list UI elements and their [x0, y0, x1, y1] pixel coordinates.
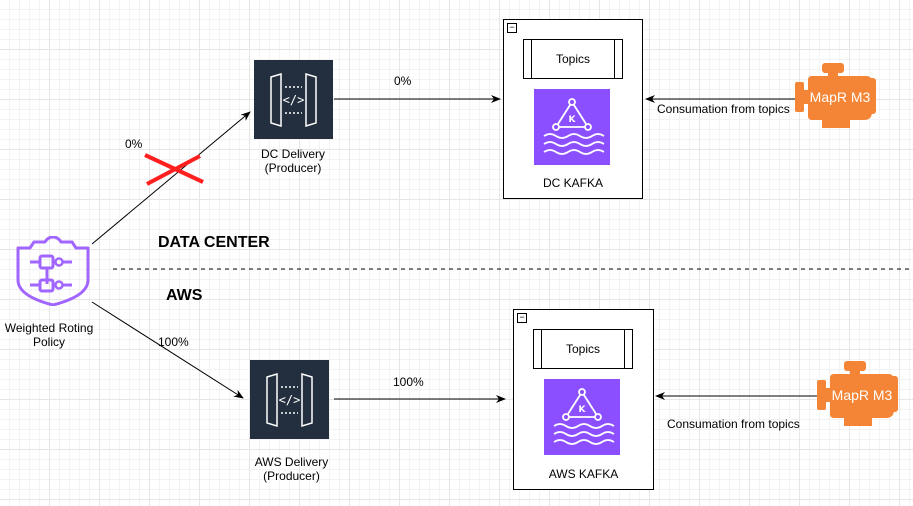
aws-topics-box[interactable]: Topics: [533, 329, 633, 369]
dc-topics-box[interactable]: Topics: [523, 39, 623, 79]
dc-consumer-node[interactable]: MapR M3: [794, 60, 878, 130]
aws-kafka-label: AWS KAFKA: [548, 467, 619, 481]
dc-kafka-node[interactable]: K: [534, 89, 610, 165]
kafka-icon: K: [553, 388, 615, 445]
shield-network-icon: [16, 235, 90, 307]
svg-text:</>: </>: [279, 393, 301, 407]
kafka-icon: K: [543, 98, 605, 155]
aws-consumer-node[interactable]: MapR M3: [816, 358, 900, 428]
dc-topics-label: Topics: [555, 52, 590, 66]
api-gateway-icon: </>: [266, 372, 313, 428]
aws-producer-label: AWS Delivery (Producer): [254, 455, 329, 483]
region-label-aws: AWS: [166, 287, 203, 304]
aws-kafka-node[interactable]: K: [544, 379, 620, 455]
svg-text:</>: </>: [283, 93, 305, 107]
aws-weight-out: 100%: [393, 375, 424, 389]
engine-icon: MapR M3: [817, 361, 898, 426]
edge-policy-to-dc: [91, 111, 251, 245]
api-gateway-icon: </>: [270, 72, 317, 128]
dc-consumption-label: Consumation from topics: [657, 102, 790, 116]
aws-consumption-label: Consumation from topics: [667, 417, 800, 431]
policy-label: Weighted Roting Policy: [4, 321, 94, 349]
svg-text:K: K: [579, 405, 587, 415]
dc-producer-node[interactable]: </>: [254, 60, 333, 139]
dc-weight-out: 0%: [394, 74, 412, 88]
region-label-datacenter: DATA CENTER: [158, 234, 270, 251]
dc-producer-label: DC Delivery (Producer): [260, 147, 325, 175]
aws-consumer-label: MapR M3: [832, 387, 893, 403]
aws-topics-label: Topics: [565, 342, 600, 356]
aws-weight-in: 100%: [158, 335, 189, 349]
dc-weight-in: 0%: [125, 137, 143, 151]
cross-icon: [144, 153, 204, 186]
engine-icon: MapR M3: [795, 63, 876, 128]
aws-producer-node[interactable]: </>: [250, 360, 329, 439]
aws-collapse-toggle[interactable]: −: [517, 313, 527, 323]
edge-policy-to-aws: [91, 301, 244, 399]
dc-kafka-label: DC KAFKA: [542, 176, 603, 190]
policy-node[interactable]: [14, 235, 92, 307]
svg-text:K: K: [569, 115, 577, 125]
dc-collapse-toggle[interactable]: −: [507, 23, 517, 33]
dc-consumer-label: MapR M3: [810, 89, 871, 105]
